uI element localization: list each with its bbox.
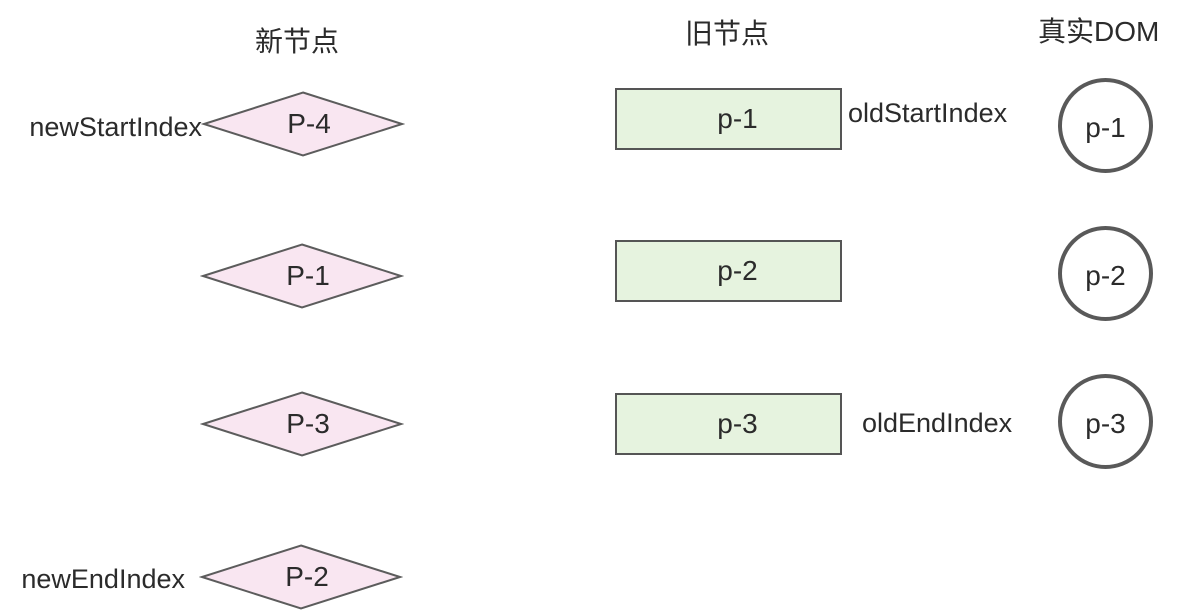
diamond-shape [200,391,404,457]
new-node-p2-label: P-2 [285,561,329,592]
new-node-p1: P-1 [200,242,404,310]
old-start-index-label: oldStartIndex [848,98,1008,128]
old-node-p3-label: p-3 [717,408,758,439]
new-nodes-header: 新节点 [255,26,340,57]
dom-node-p2-label: p-2 [1085,260,1126,291]
diamond-shape [201,91,405,157]
real-dom-header: 真实DOM [1038,16,1160,47]
diamond-shape [200,243,404,309]
dom-node-p1: p-1 [1058,78,1153,173]
old-node-p2-label: p-2 [717,255,758,286]
new-node-p3-label: P-3 [286,408,330,439]
dom-node-p3: p-3 [1058,374,1153,469]
new-end-index-label: newEndIndex [21,564,185,594]
new-node-p4-label: P-4 [287,108,331,139]
diamond-outline [199,544,403,610]
dom-node-p3-label: p-3 [1085,408,1126,439]
old-nodes-header: 旧节点 [685,18,770,49]
new-node-p3: P-3 [200,390,404,458]
dom-node-p1-label: p-1 [1085,112,1126,143]
diamond-outline [201,91,405,157]
old-node-p1: p-1 [615,88,842,150]
new-start-index-label: newStartIndex [29,112,202,142]
diamond-outline [200,243,404,309]
dom-node-p2: p-2 [1058,226,1153,321]
diamond-outline [200,391,404,457]
new-node-p1-label: P-1 [286,260,330,291]
old-node-p2: p-2 [615,240,842,302]
old-node-p3: p-3 [615,393,842,455]
old-node-p1-label: p-1 [717,103,758,134]
old-end-index-label: oldEndIndex [862,408,1013,438]
new-node-p2: P-2 [199,543,403,611]
diamond-shape [199,544,403,610]
new-node-p4: P-4 [201,90,405,158]
